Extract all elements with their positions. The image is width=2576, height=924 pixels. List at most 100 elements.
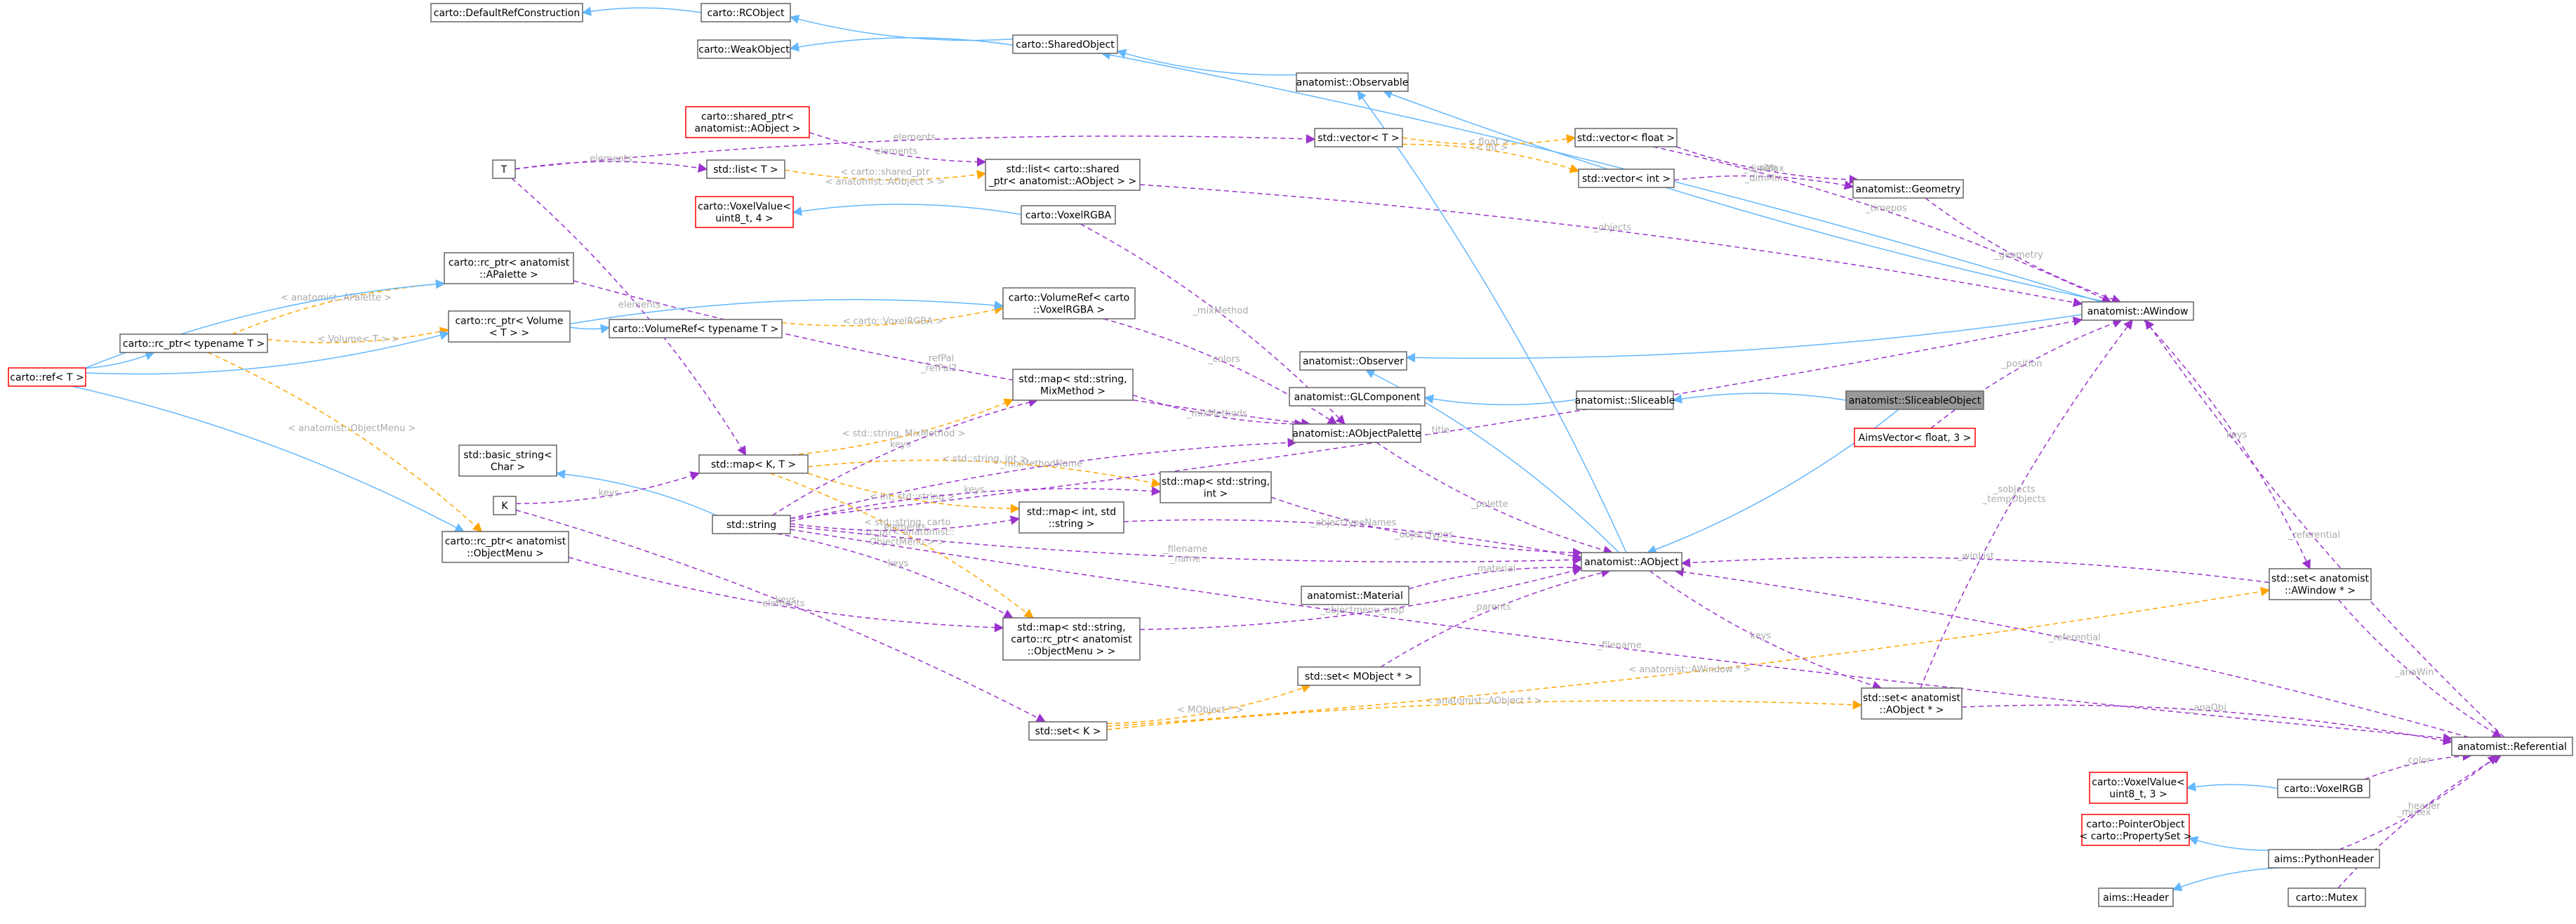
class-node-setaobject[interactable]: std::set< anatomist::AObject * >: [1861, 687, 1963, 720]
edge-referential-to-voxelrgb: _color: [2364, 751, 2473, 780]
class-node-voxelrgba[interactable]: carto::VoxelRGBA: [1021, 205, 1116, 225]
class-name: < carto::PropertySet >: [2079, 831, 2191, 843]
edge-line: [515, 509, 1047, 722]
class-node-mapintstring[interactable]: std::map< int, std::string >: [1018, 501, 1124, 534]
edge-aobject-to-referential: _referential: [1674, 567, 2469, 738]
class-node-reft[interactable]: carto::ref< T >: [8, 367, 86, 387]
class-node-vectorfloat[interactable]: std::vector< float >: [1574, 128, 1678, 147]
class-node-listshared[interactable]: std::list< carto::shared_ptr< anatomist:…: [985, 159, 1141, 191]
class-node-listt[interactable]: std::list< T >: [706, 159, 785, 179]
class-name: ::VoxelRGBA >: [1033, 305, 1105, 316]
edge-label: < int, std::string >: [870, 491, 955, 502]
class-node-rcptrt[interactable]: carto::rc_ptr< typename T >: [119, 334, 268, 353]
class-node-sharedobject[interactable]: carto::SharedObject: [1012, 34, 1118, 54]
class-node-rcptrvolume[interactable]: carto::rc_ptr< Volume< T > >: [448, 310, 571, 343]
edge-line: [1408, 562, 1583, 590]
class-node-basicstring[interactable]: std::basic_string<Char >: [458, 444, 557, 477]
class-node-setawindow[interactable]: std::set< anatomist::AWindow * >: [2269, 568, 2372, 600]
edge-label: _referential: [2288, 530, 2340, 541]
class-name: anatomist::AObjectPalette: [1292, 428, 1421, 440]
class-node-rcptrobjectmenu[interactable]: carto::rc_ptr< anatomist::ObjectMenu >: [441, 531, 569, 563]
edge-label: _position: [2001, 359, 2043, 369]
class-node-sliceable[interactable]: anatomist::Sliceable: [1575, 390, 1675, 410]
class-box: [698, 454, 809, 474]
edge-rcptrobjectmenu-to-rcptrt: < anatomist::ObjectMenu >: [207, 352, 483, 532]
class-name: std::map< int, std: [1027, 507, 1116, 518]
edge-line: [1920, 319, 2133, 689]
class-node-string[interactable]: std::string: [712, 515, 791, 534]
class-node-setk[interactable]: std::set< K >: [1028, 721, 1108, 741]
edge-listshared-to-listt: < carto::shared_ptr< anatomist::AObject …: [784, 167, 987, 187]
class-node-geometry[interactable]: anatomist::Geometry: [1852, 179, 1964, 199]
class-name: Char >: [491, 462, 525, 473]
edge-line: [1380, 568, 1611, 668]
edge-awindow-to-geometry: _geometry: [1925, 197, 2122, 304]
class-name: anatomist::Sliceable: [1575, 395, 1675, 407]
edge-line: [1674, 567, 2469, 738]
edge-label: < std::string, carto: [864, 517, 950, 528]
class-name: anatomist::Referential: [2457, 741, 2567, 753]
edge-observer-to-awindow: [1405, 314, 2083, 363]
class-node-pythonheader[interactable]: aims::PythonHeader: [2268, 849, 2380, 869]
edge-line: [1139, 566, 1583, 631]
class-node-referential[interactable]: anatomist::Referential: [2451, 737, 2573, 756]
class-node-aimsvector[interactable]: AimsVector< float, 3 >: [1854, 428, 1976, 447]
class-node-mapstringint[interactable]: std::map< std::string,int >: [1160, 471, 1272, 503]
edge-label: keys: [776, 595, 797, 606]
edge-label: < anatomist::APalette >: [281, 293, 392, 303]
class-node-k[interactable]: K: [493, 496, 517, 515]
class-box: [441, 531, 569, 563]
edge-mapkt-to-t: elements: [511, 178, 747, 456]
edge-line: [85, 331, 450, 375]
class-node-sharedptraobject[interactable]: carto::shared_ptr<anatomist::AObject >: [685, 106, 810, 138]
class-node-vectort[interactable]: std::vector< T >: [1314, 128, 1403, 147]
class-node-mapkt[interactable]: std::map< K, T >: [698, 454, 809, 474]
class-box: [1012, 34, 1118, 54]
class-node-aobject[interactable]: anatomist::AObject: [1581, 552, 1682, 572]
edge-awindow-to-listshared: _objects: [1139, 184, 2083, 308]
class-node-mutex[interactable]: carto::Mutex: [2288, 887, 2366, 907]
class-node-header[interactable]: aims::Header: [2098, 887, 2174, 907]
class-name: anatomist::Material: [1307, 590, 1403, 602]
class-node-mapobjectmenu[interactable]: std::map< std::string,carto::rc_ptr< ana…: [1002, 617, 1141, 661]
class-name: AimsVector< float, 3 >: [1859, 433, 1972, 444]
class-name: ::APalette >: [479, 270, 538, 281]
edge-line: [1672, 392, 1847, 404]
edge-label: _color: [2403, 755, 2431, 766]
class-node-aobjectpalette[interactable]: anatomist::AObjectPalette: [1292, 423, 1421, 443]
class-node-weakobject[interactable]: carto::WeakObject: [697, 39, 791, 59]
edge-line: [1680, 556, 2270, 583]
class-node-volumereft[interactable]: carto::VolumeRef< typename T >: [609, 319, 783, 338]
class-node-pointerobject[interactable]: carto::PointerObject< carto::PropertySet…: [2079, 814, 2192, 846]
class-node-glcomponent[interactable]: anatomist::GLComponent: [1289, 387, 1426, 407]
class-node-voxelvalue3[interactable]: carto::VoxelValue<uint8_t, 3 >: [2089, 772, 2188, 804]
class-node-awindow[interactable]: anatomist::AWindow: [2081, 301, 2194, 321]
class-node-sliceableobject[interactable]: anatomist::SliceableObject: [1845, 390, 1984, 410]
class-box: [985, 159, 1141, 191]
class-node-observable[interactable]: anatomist::Observable: [1296, 72, 1409, 92]
class-name: carto::WeakObject: [698, 44, 790, 55]
class-node-observer[interactable]: anatomist::Observer: [1299, 351, 1407, 371]
class-node-material[interactable]: anatomist::Material: [1301, 586, 1409, 605]
class-node-rcobject[interactable]: carto::RCObject: [701, 3, 791, 22]
class-box: [1002, 617, 1141, 661]
class-name: std::list< carto::shared: [1006, 164, 1119, 176]
edge-basicstring-to-string: [555, 469, 717, 516]
edge-line: [792, 204, 1022, 216]
class-name: carto::ref< T >: [10, 372, 84, 383]
class-node-voxelrgb[interactable]: carto::VoxelRGB: [2277, 779, 2370, 798]
class-node-defaultrefconstruction[interactable]: carto::DefaultRefConstruction: [430, 3, 583, 22]
edge-line: [1376, 442, 1613, 555]
class-node-rcptrapalette[interactable]: carto::rc_ptr< anatomist::APalette >: [444, 252, 574, 284]
class-node-setmobject[interactable]: std::set< MObject * >: [1297, 666, 1421, 686]
class-name: < T > >: [489, 328, 529, 339]
class-node-voxelvalue4[interactable]: carto::VoxelValue<uint8_t, 4 >: [695, 196, 794, 228]
class-node-vectorint[interactable]: std::vector< int >: [1578, 169, 1675, 188]
class-node-t[interactable]: T: [492, 159, 516, 179]
edge-line: [2144, 319, 2505, 738]
class-box: [1578, 169, 1675, 188]
class-node-volumerefrgba[interactable]: carto::VolumeRef< carto::VoxelRGBA >: [1002, 287, 1136, 319]
class-box: [1028, 721, 1108, 741]
class-node-mapmixmethod[interactable]: std::map< std::string,MixMethod >: [1012, 369, 1134, 401]
